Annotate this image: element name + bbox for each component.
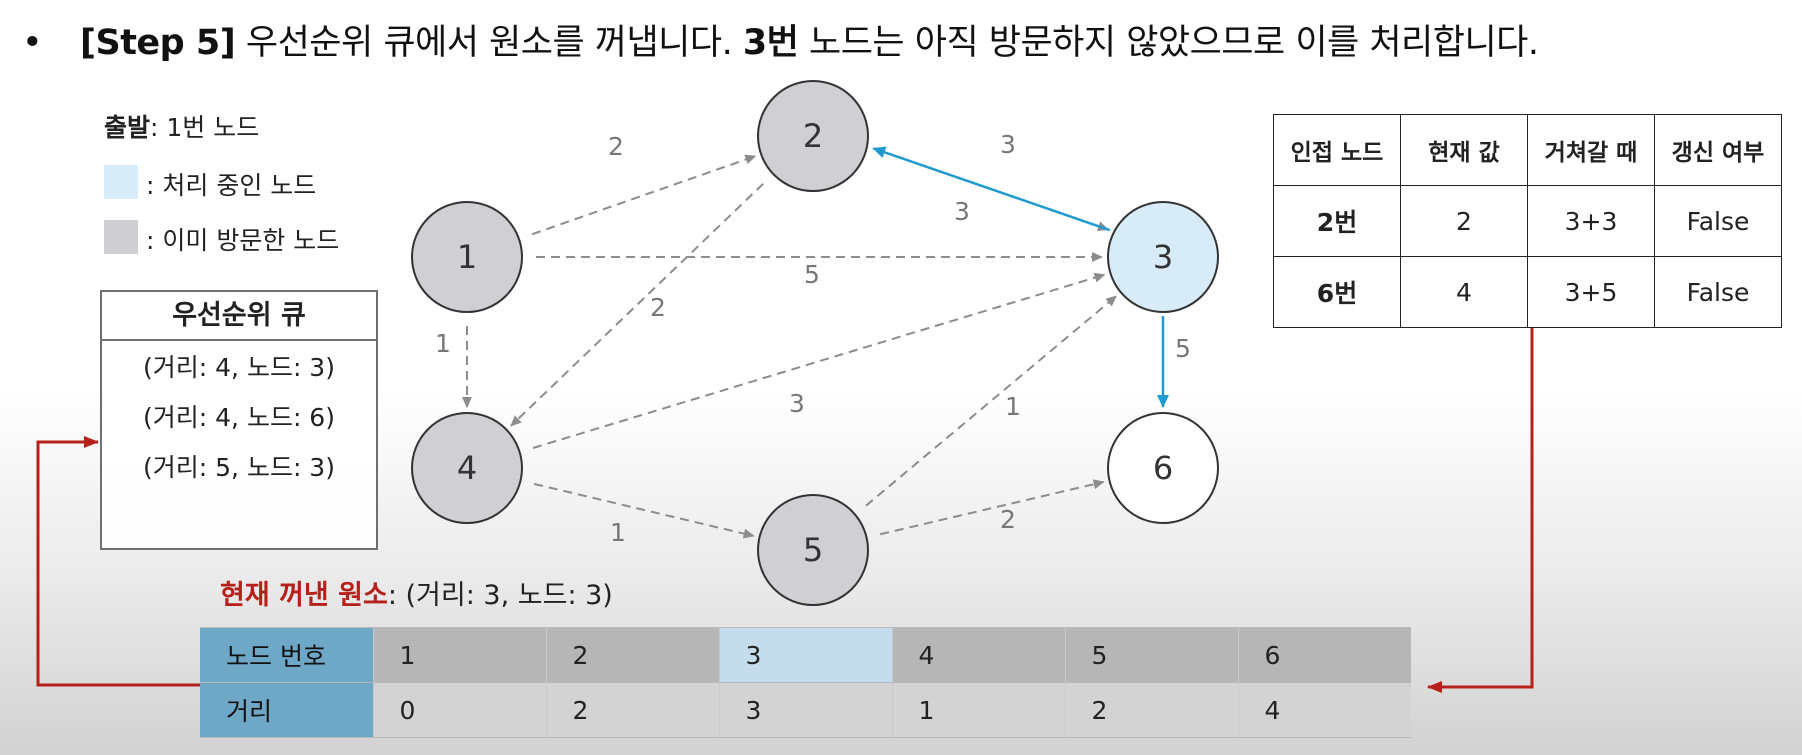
edge-weight-label: 1 xyxy=(435,329,451,358)
distance-node-cell: 1 xyxy=(372,627,546,683)
adjacency-cell: 3+5 xyxy=(1527,256,1655,328)
adjacency-header: 인접 노드 xyxy=(1273,114,1401,186)
graph-node-5: 5 xyxy=(757,494,869,606)
legend-visited-label: : 이미 방문한 노드 xyxy=(146,226,340,255)
graph-node-3: 3 xyxy=(1107,201,1219,313)
node-circle xyxy=(411,412,523,524)
legend-processing-swatch xyxy=(104,165,138,199)
node-label: 3 xyxy=(1153,238,1173,276)
priority-queue-item: (거리: 5, 노드: 3) xyxy=(143,453,335,482)
edge-weight-label: 1 xyxy=(610,518,626,547)
adjacency-cell: False xyxy=(1654,185,1782,257)
connector-arrow-to-queue xyxy=(36,436,200,687)
legend-start: 출발: 1번 노드 xyxy=(104,108,259,144)
adjacency-table: 인접 노드 현재 값 거쳐갈 때 갱신 여부 2번 2 3+3 False 6번… xyxy=(1273,114,1782,328)
adjacency-cell: 4 xyxy=(1400,256,1528,328)
adjacency-cell: 2 xyxy=(1400,185,1528,257)
node-circle xyxy=(411,201,523,313)
edge-5-3 xyxy=(865,295,1117,507)
current-element: 현재 꺼낸 원소: (거리: 3, 노드: 3) xyxy=(220,573,613,612)
adjacency-cell: 6번 xyxy=(1273,256,1401,328)
graph-node-1: 1 xyxy=(411,201,523,313)
node-circle xyxy=(1107,201,1219,313)
distance-node-cell: 4 xyxy=(891,627,1065,683)
step-heading: • [Step 5] 우선순위 큐에서 원소를 꺼냅니다. 3번 노드는 아직 방… xyxy=(22,14,1539,65)
edge-weight-label: 3 xyxy=(1000,130,1016,159)
distance-node-cell-active: 3 xyxy=(718,627,892,683)
distance-value-cell: 1 xyxy=(891,682,1065,738)
priority-queue-box: 우선순위 큐 (거리: 4, 노드: 3) (거리: 4, 노드: 6) (거리… xyxy=(100,290,378,550)
node-circle xyxy=(757,80,869,192)
node-circle xyxy=(1107,412,1219,524)
legend-start-value: : 1번 노드 xyxy=(150,113,260,142)
step-text-1: 우선순위 큐에서 원소를 꺼냅니다. xyxy=(235,23,743,63)
connector-arrow-to-distance xyxy=(1427,327,1534,693)
bullet: • xyxy=(22,23,43,63)
edge-1-2 xyxy=(531,154,757,236)
priority-queue-title: 우선순위 큐 xyxy=(102,292,376,341)
edge-weight-label: 2 xyxy=(608,132,624,161)
adjacency-cell: 2번 xyxy=(1273,185,1401,257)
distance-value-cell: 4 xyxy=(1237,682,1411,738)
adjacency-header-row: 인접 노드 현재 값 거쳐갈 때 갱신 여부 xyxy=(1273,114,1782,186)
node-label: 6 xyxy=(1153,449,1173,487)
distance-row-header-distance: 거리 xyxy=(200,682,373,738)
adjacency-cell: 3+3 xyxy=(1527,185,1655,257)
node-label: 5 xyxy=(803,531,823,569)
current-element-value: : (거리: 3, 노드: 3) xyxy=(387,580,613,611)
distance-value-cell: 2 xyxy=(545,682,719,738)
node-label: 1 xyxy=(457,238,477,276)
graph-node-2: 2 xyxy=(757,80,869,192)
edge-5-6 xyxy=(879,479,1105,536)
edge-weight-label: 3 xyxy=(954,197,970,226)
adjacency-header: 현재 값 xyxy=(1400,114,1528,186)
edge-weight-label: 3 xyxy=(789,389,805,418)
edge-weight-label: 5 xyxy=(804,260,820,289)
edge-weight-label: 2 xyxy=(650,293,666,322)
step-label: [Step 5] xyxy=(80,23,236,63)
edge-4-3 xyxy=(532,272,1106,449)
distance-node-cell: 2 xyxy=(545,627,719,683)
step-text-2: 노드는 아직 방문하지 않았으므로 이를 처리합니다. xyxy=(798,23,1539,63)
edge-weight-label: 5 xyxy=(1175,334,1191,363)
legend-start-label: 출발 xyxy=(104,113,151,142)
adjacency-cell: False xyxy=(1654,256,1782,328)
distance-table: 노드 번호 1 2 3 4 5 6 거리 0 2 3 1 2 4 xyxy=(200,627,1411,738)
table-row: 6번 4 3+5 False xyxy=(1273,256,1782,328)
priority-queue-item: (거리: 4, 노드: 3) xyxy=(143,353,335,382)
graph-node-4: 4 xyxy=(411,412,523,524)
edge-4-5 xyxy=(533,482,755,539)
node-circle xyxy=(757,494,869,606)
legend-processing-label: : 처리 중인 노드 xyxy=(146,171,317,200)
priority-queue-item: (거리: 4, 노드: 6) xyxy=(143,403,335,432)
edge-2-4 xyxy=(510,183,764,427)
table-row: 거리 0 2 3 1 2 4 xyxy=(200,682,1411,738)
distance-row-header-node: 노드 번호 xyxy=(200,627,373,683)
current-element-label: 현재 꺼낸 원소 xyxy=(220,580,388,611)
table-row: 2번 2 3+3 False xyxy=(1273,185,1782,257)
node-label: 2 xyxy=(803,117,823,155)
distance-value-cell: 3 xyxy=(718,682,892,738)
step-node-label: 3번 xyxy=(742,23,799,63)
graph-node-6: 6 xyxy=(1107,412,1219,524)
adjacency-header: 거쳐갈 때 xyxy=(1527,114,1655,186)
distance-value-cell: 2 xyxy=(1064,682,1238,738)
edge-3-2-highlighted xyxy=(872,146,1111,232)
edge-weight-label: 1 xyxy=(1005,392,1021,421)
edge-weight-label: 2 xyxy=(1000,505,1016,534)
distance-node-cell: 6 xyxy=(1237,627,1411,683)
adjacency-header: 갱신 여부 xyxy=(1654,114,1782,186)
table-row: 노드 번호 1 2 3 4 5 6 xyxy=(200,627,1411,683)
distance-node-cell: 5 xyxy=(1064,627,1238,683)
node-label: 4 xyxy=(457,449,477,487)
distance-value-cell: 0 xyxy=(372,682,546,738)
legend-visited-swatch xyxy=(104,220,138,254)
